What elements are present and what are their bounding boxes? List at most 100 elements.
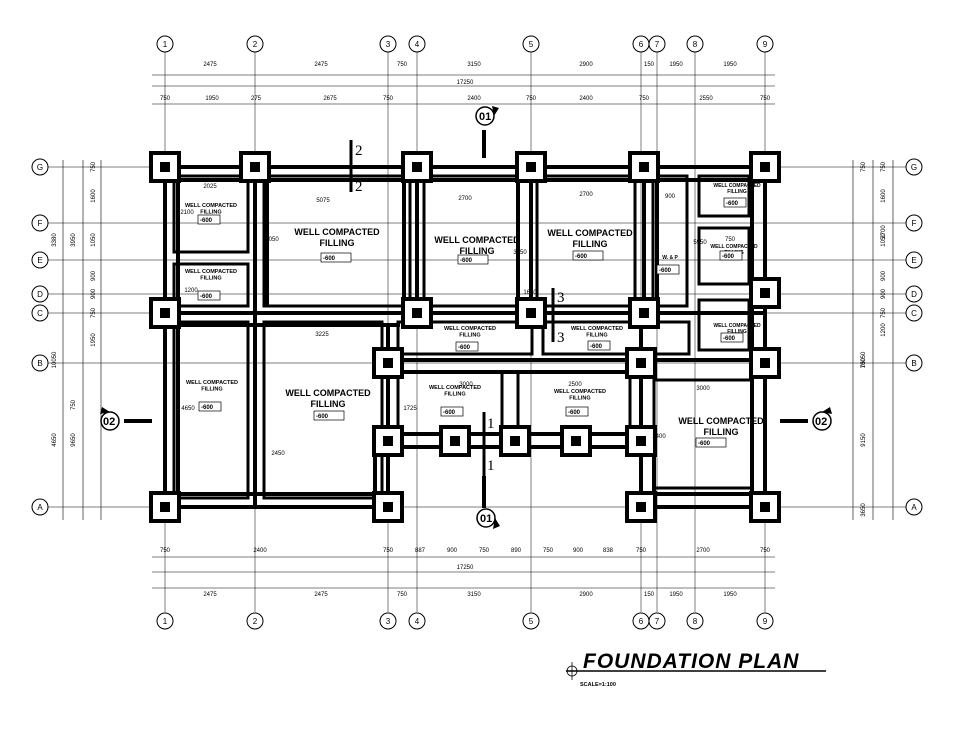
grid-bubble-A-left: A	[31, 498, 49, 516]
title-block: FOUNDATION PLAN SCALE=1:100	[566, 650, 826, 688]
dimension-interior: 750	[725, 237, 736, 243]
dimension-top-1: 2475	[314, 62, 328, 68]
room-label-line-1: WELL COMPACTED	[713, 323, 761, 329]
column-footing	[560, 425, 592, 457]
column-footing	[628, 151, 660, 183]
column-footing	[515, 151, 547, 183]
grid-label: 4	[415, 617, 420, 626]
drawing-title: FOUNDATION PLAN	[583, 650, 799, 673]
column-footing	[372, 425, 404, 457]
room-label-wp: W. & P-600	[656, 255, 680, 275]
grid-bubble-2-top: 2	[246, 35, 264, 53]
dimension-interior: 1650	[523, 290, 537, 296]
dimension-interior: 900	[665, 194, 676, 200]
grid-bubble-5-bottom: 5	[522, 612, 540, 630]
room-label-line-2: FILLING	[320, 238, 355, 248]
room-level: -600	[723, 336, 736, 342]
dimension-interior: 3000	[459, 382, 473, 388]
room-label-line-2: FILLING	[586, 333, 607, 339]
dimension-right-inner: 1200	[881, 323, 887, 337]
room-label-line-2: FILLING	[569, 396, 590, 402]
elevation-marker-02-left: 02	[100, 407, 120, 431]
dimension-interior: 3950	[513, 250, 527, 256]
dimension-bottom-1: 890	[511, 548, 522, 554]
column-footing	[401, 151, 433, 183]
elevation-label-01-top: 01	[479, 111, 491, 123]
grid-label: 8	[693, 40, 698, 49]
dimension-right-inner: 750	[881, 161, 887, 172]
drawing-scale: SCALE=1:100	[580, 682, 616, 688]
room-level: -600	[200, 294, 213, 300]
column-footing	[372, 347, 404, 379]
elevation-label-01-bottom: 01	[480, 513, 492, 525]
dimension-left-mid: 3950	[71, 233, 77, 247]
grid-label: 6	[639, 617, 644, 626]
grid-bubble-4-bottom: 4	[408, 612, 426, 630]
grid-bubble-F-left: F	[31, 214, 49, 232]
grid-label: 6	[639, 40, 644, 49]
dimension-right-inner: 900	[881, 288, 887, 299]
dimension-top-2: 1950	[205, 96, 219, 102]
dimension-interior: 3000	[696, 386, 710, 392]
room-label-line-1: WELL COMPACTED	[429, 385, 481, 391]
column-footing	[749, 491, 781, 523]
grid-label: 2	[253, 40, 258, 49]
grid-label: F	[38, 219, 43, 228]
dimension-top-2: 275	[251, 96, 262, 102]
dimension-right-outer: 750	[861, 357, 867, 368]
dimension-interior: 2450	[271, 451, 285, 457]
dimension-bottom-2: 150	[644, 592, 655, 598]
grid-label: G	[37, 163, 43, 172]
room-label-line-2: FILLING	[201, 387, 222, 393]
grid-bubble-9-top: 9	[756, 35, 774, 53]
column-footing	[625, 491, 657, 523]
dimension-top-2: 750	[760, 96, 771, 102]
column-footing	[439, 425, 471, 457]
dimension-bottom-2: 3150	[467, 592, 481, 598]
dimension-lines	[62, 74, 894, 589]
dimension-left-inner: 1950	[91, 333, 97, 347]
dimension-top-2: 2550	[699, 96, 713, 102]
room-level: -600	[323, 256, 336, 262]
grid-bubble-A-right: A	[905, 498, 923, 516]
dimension-left-outer: 3380	[52, 233, 58, 247]
dimension-bottom-1: 750	[760, 548, 771, 554]
grid-label: 1	[163, 617, 168, 626]
grid-bubble-1-top: 1	[156, 35, 174, 53]
dimension-top-2: 2675	[323, 96, 337, 102]
grid-label: D	[911, 290, 917, 299]
grid-label: D	[37, 290, 43, 299]
column-footing	[628, 297, 660, 329]
dimension-interior: 2100	[180, 210, 194, 216]
dimension-top-1: 150	[644, 62, 655, 68]
column-footings	[149, 151, 781, 523]
grid-label: G	[911, 163, 917, 172]
dimension-left-inner: 1050	[91, 233, 97, 247]
room-level: -600	[575, 254, 588, 260]
grid-bubble-C-right: C	[905, 304, 923, 322]
grid-label: 4	[415, 40, 420, 49]
dimension-bottom-1: 900	[573, 548, 584, 554]
column-footing	[625, 425, 657, 457]
section-markers	[124, 130, 808, 508]
room-label-line-1: WELL COMPACTED	[434, 235, 520, 245]
dimension-right-inner: 1050	[881, 233, 887, 247]
dimension-top-2: 2400	[579, 96, 593, 102]
dimension-interior: 3225	[315, 332, 329, 338]
dimension-top-2: 750	[383, 96, 394, 102]
grid-label: C	[37, 309, 43, 318]
room-label-line-2: FILLING	[200, 276, 221, 282]
dimension-left-inner: 1600	[91, 189, 97, 203]
dimension-bottom-1: 2700	[696, 548, 710, 554]
grid-bubble-F-right: F	[905, 214, 923, 232]
dimension-bottom-2: 2475	[314, 592, 328, 598]
grid-label: 5	[529, 40, 534, 49]
section-2-top: 2	[355, 143, 363, 159]
